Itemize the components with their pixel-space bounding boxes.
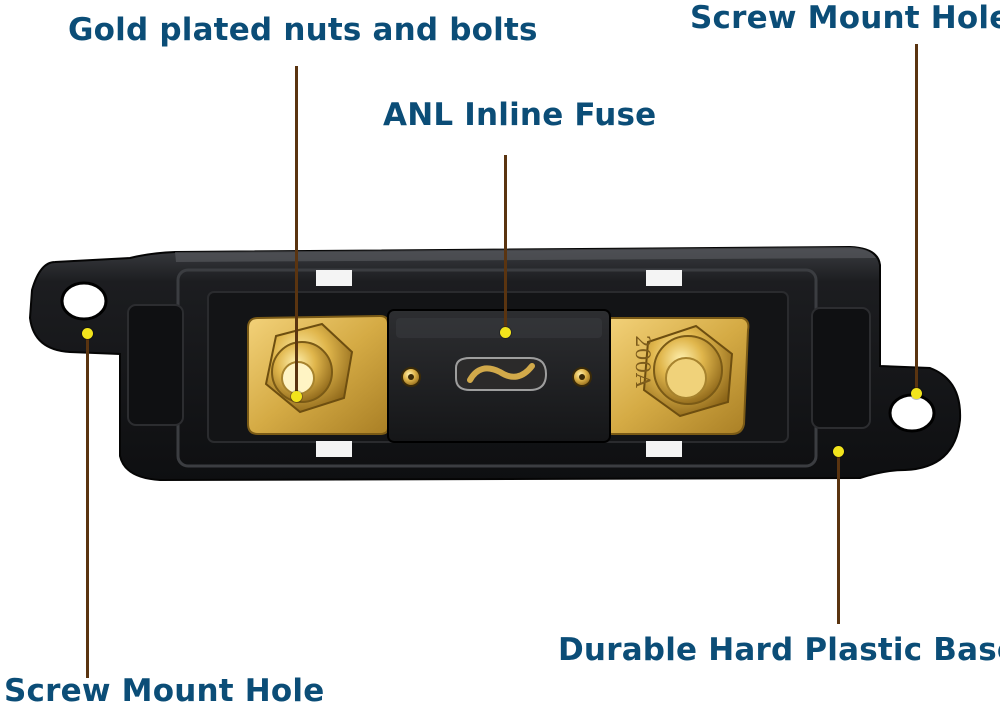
marker-bolts — [291, 391, 302, 402]
mount-hole-right — [888, 393, 936, 433]
mount-hole-left — [60, 281, 108, 321]
marker-fuse — [500, 327, 511, 338]
marker-base — [833, 446, 844, 457]
fuse-rating-text: 200A — [631, 335, 655, 388]
leader-base — [837, 452, 840, 624]
callout-anl-inline-fuse: ANL Inline Fuse — [383, 97, 657, 133]
marker-hole-left — [82, 328, 93, 339]
marker-hole-right — [911, 388, 922, 399]
callout-screw-mount-hole-left: Screw Mount Hole — [4, 673, 325, 709]
leader-hole-right — [915, 44, 918, 394]
callout-gold-plated-nuts-bolts: Gold plated nuts and bolts — [68, 12, 538, 48]
callout-durable-plastic-base: Durable Hard Plastic Base — [558, 632, 1000, 668]
callout-screw-mount-hole-right: Screw Mount Hole — [690, 0, 1000, 36]
leader-fuse — [504, 155, 507, 333]
leader-bolts — [295, 66, 298, 396]
leader-hole-left — [86, 334, 89, 678]
